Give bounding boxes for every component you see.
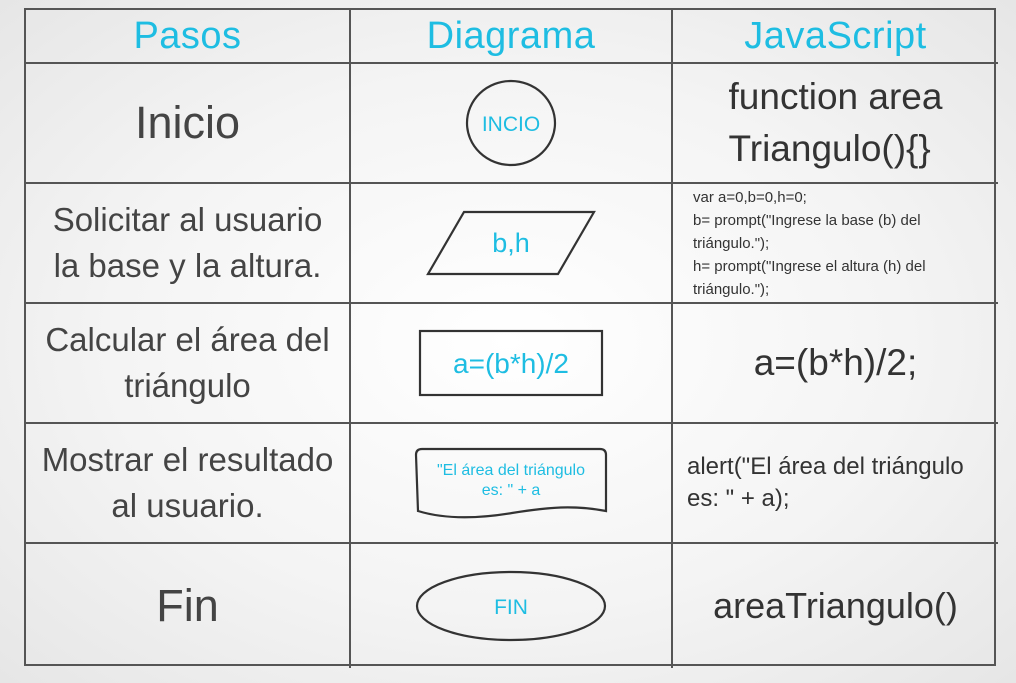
- end-ellipse-shape: FIN: [415, 570, 607, 642]
- flowchart-table: Pasos Diagrama JavaScript Inicio INCIO f…: [24, 8, 998, 668]
- start-shape-text: INCIO: [482, 113, 540, 136]
- step-solicitar: Solicitar al usuario la base y la altura…: [26, 184, 351, 304]
- header-diagrama: Diagrama: [351, 10, 673, 64]
- diagram-solicitar: b,h: [351, 184, 673, 304]
- diagram-inicio: INCIO: [351, 64, 673, 184]
- diagram-fin: FIN: [351, 544, 673, 668]
- step-calcular-label: Calcular el área del triángulo: [45, 321, 330, 404]
- code-calcular: a=(b*h)/2;: [673, 304, 998, 424]
- input-shape-text: b,h: [492, 228, 530, 258]
- code-calcular-text: a=(b*h)/2;: [753, 342, 918, 383]
- output-document-shape: "El área del triángulo es: " + a: [414, 447, 608, 519]
- code-mostrar: alert("El área del triángulo es: " + a);: [673, 424, 998, 544]
- process-shape-text: a=(b*h)/2: [453, 348, 569, 379]
- code-solicitar-text: var a=0,b=0,h=0; b= prompt("Ingrese la b…: [693, 189, 926, 298]
- step-fin-label: Fin: [156, 580, 219, 631]
- step-mostrar: Mostrar el resultado al usuario.: [26, 424, 351, 544]
- code-fin-text: areaTriangulo(): [713, 585, 958, 626]
- output-shape-text-line2: es: " + a: [482, 482, 541, 499]
- diagram-mostrar: "El área del triángulo es: " + a: [351, 424, 673, 544]
- step-inicio-label: Inicio: [134, 97, 241, 148]
- code-solicitar: var a=0,b=0,h=0; b= prompt("Ingrese la b…: [673, 184, 998, 304]
- code-fin: areaTriangulo(): [673, 544, 998, 668]
- header-javascript: JavaScript: [673, 10, 998, 64]
- output-shape-text-line1: "El área del triángulo: [437, 462, 585, 479]
- step-solicitar-label: Solicitar al usuario la base y la altura…: [52, 201, 323, 284]
- code-inicio: function area Triangulo(){}: [673, 64, 998, 184]
- code-inicio-text: function area Triangulo(){}: [728, 76, 943, 169]
- header-pasos: Pasos: [26, 10, 351, 64]
- step-mostrar-label: Mostrar el resultado al usuario.: [41, 441, 334, 524]
- step-calcular: Calcular el área del triángulo: [26, 304, 351, 424]
- step-inicio: Inicio: [26, 64, 351, 184]
- end-shape-text: FIN: [494, 596, 528, 619]
- input-parallelogram-shape: b,h: [426, 210, 596, 276]
- process-rectangle-shape: a=(b*h)/2: [418, 329, 604, 397]
- diagram-calcular: a=(b*h)/2: [351, 304, 673, 424]
- step-fin: Fin: [26, 544, 351, 668]
- start-ellipse-shape: INCIO: [465, 79, 557, 167]
- code-mostrar-text: alert("El área del triángulo es: " + a);: [687, 453, 964, 512]
